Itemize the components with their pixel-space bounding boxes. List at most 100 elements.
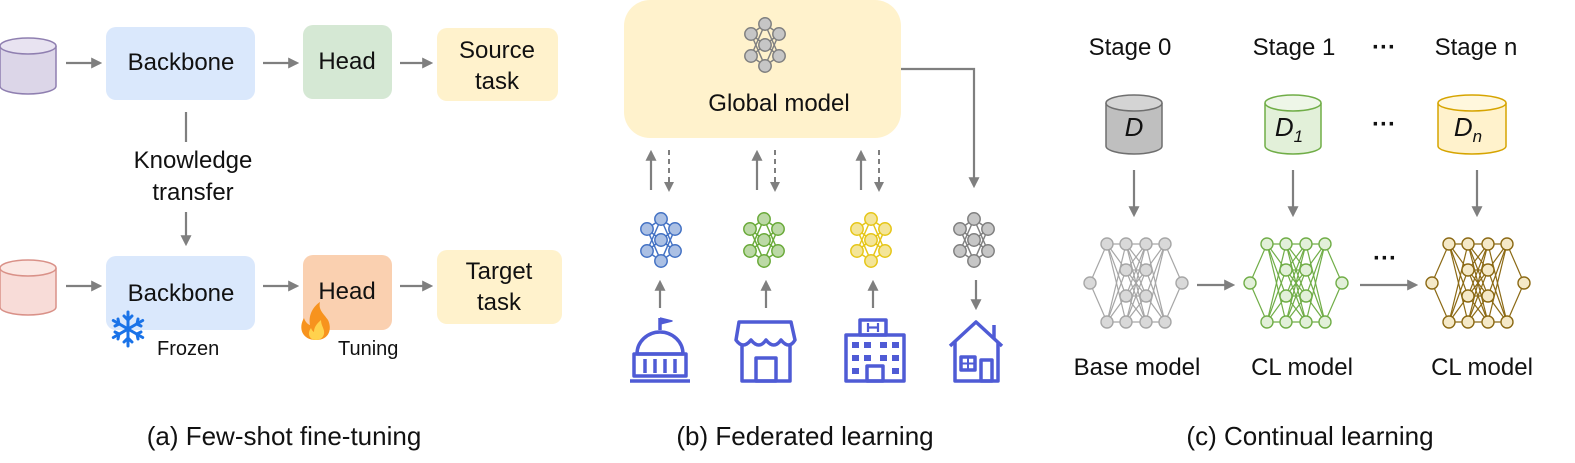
net-node: [1481, 289, 1495, 303]
net-node: [1335, 276, 1349, 290]
fire-icon: [301, 302, 330, 340]
net-node: [1481, 263, 1495, 277]
source-task-line1: Source: [459, 37, 535, 64]
tuning-label: Tuning: [338, 338, 398, 360]
base-model-label: Base model: [1074, 354, 1201, 381]
net-node: [640, 222, 654, 236]
net-node: [1481, 315, 1495, 329]
university-icon: [630, 317, 690, 383]
net-node: [1139, 263, 1153, 277]
dataset-d-label: D: [1125, 112, 1144, 142]
net-node: [1139, 237, 1153, 251]
net-node: [1279, 315, 1293, 329]
target-backbone-box: [106, 256, 255, 330]
net-node: [1279, 237, 1293, 251]
exchange-arrows: [645, 149, 884, 192]
store-icon: [734, 320, 797, 383]
client-network-store: [743, 212, 785, 268]
net-node: [1260, 315, 1274, 329]
caption-b: (b) Federated learning: [676, 421, 933, 451]
net-node: [1175, 276, 1189, 290]
net-node: [1500, 315, 1514, 329]
net-node: [1500, 237, 1514, 251]
net-node: [640, 244, 654, 258]
net-node: [878, 244, 892, 258]
net-node: [1461, 237, 1475, 251]
net-node: [864, 254, 878, 268]
stage-ellipsis: ···: [1372, 34, 1396, 61]
net-node: [1299, 289, 1313, 303]
net-node: [654, 233, 668, 247]
target-backbone-label: Backbone: [128, 280, 235, 307]
global-model-label: Global model: [708, 90, 849, 117]
net-node: [1425, 276, 1439, 290]
net-node: [1461, 315, 1475, 329]
net-node: [1158, 315, 1172, 329]
net-node: [1243, 276, 1257, 290]
source-head-box: [303, 25, 392, 99]
cl-model-1-label: CL model: [1251, 354, 1353, 381]
source-task-box: [437, 28, 558, 101]
net-node: [1279, 263, 1293, 277]
net-node: [771, 222, 785, 236]
net-node: [1481, 237, 1495, 251]
model-network-0: [1083, 237, 1189, 329]
target-task-line2: task: [477, 289, 522, 316]
net-node: [864, 212, 878, 226]
net-node: [1139, 289, 1153, 303]
knowledge-transfer-line2: transfer: [152, 179, 233, 206]
dataset-d1-icon: [1264, 94, 1322, 155]
stage-0-label: Stage 0: [1089, 34, 1172, 61]
stage-1-label: Stage 1: [1253, 34, 1336, 61]
net-node: [654, 212, 668, 226]
net-node: [1119, 237, 1133, 251]
client-networks: [640, 212, 995, 268]
net-node: [1260, 237, 1274, 251]
net-node: [1158, 237, 1172, 251]
target-head-box: [303, 255, 392, 330]
cl-networks: [1083, 237, 1531, 329]
net-node: [981, 244, 995, 258]
net-node: [953, 244, 967, 258]
net-node: [1299, 315, 1313, 329]
client-network-home: [953, 212, 995, 268]
net-node: [758, 38, 772, 52]
panel-c: Stage 0 Stage 1 ··· Stage n D D1 ··· Dn: [1074, 34, 1533, 451]
net-node: [757, 254, 771, 268]
net-node: [1083, 276, 1097, 290]
net-node: [1119, 315, 1133, 329]
model-network-2: [1425, 237, 1531, 329]
net-node: [864, 233, 878, 247]
source-head-label: Head: [318, 48, 375, 75]
net-node: [1299, 263, 1313, 277]
net-node: [1517, 276, 1531, 290]
panel-b: Global model: [624, 0, 1004, 451]
net-node: [953, 222, 967, 236]
knowledge-transfer-line1: Knowledge: [134, 147, 253, 174]
target-task-box: [437, 250, 562, 324]
net-node: [1139, 315, 1153, 329]
net-node: [1461, 263, 1475, 277]
net-node: [1442, 237, 1456, 251]
snowflake-icon: [111, 310, 145, 348]
net-node: [1442, 315, 1456, 329]
net-node: [1279, 289, 1293, 303]
net-node: [772, 49, 786, 63]
net-node: [967, 254, 981, 268]
net-node: [1119, 263, 1133, 277]
target-database-icon: [0, 259, 57, 316]
net-node: [744, 49, 758, 63]
net-node: [1299, 237, 1313, 251]
net-node: [668, 244, 682, 258]
net-node: [1100, 237, 1114, 251]
net-node: [878, 222, 892, 236]
source-task-line2: task: [475, 68, 520, 95]
net-node: [967, 233, 981, 247]
target-task-line1: Target: [466, 258, 533, 285]
net-node: [967, 212, 981, 226]
net-node: [757, 212, 771, 226]
net-node: [1318, 237, 1332, 251]
dataset-dn-icon: [1437, 94, 1507, 155]
source-backbone-label: Backbone: [128, 49, 235, 76]
caption-a: (a) Few-shot fine-tuning: [147, 421, 422, 451]
